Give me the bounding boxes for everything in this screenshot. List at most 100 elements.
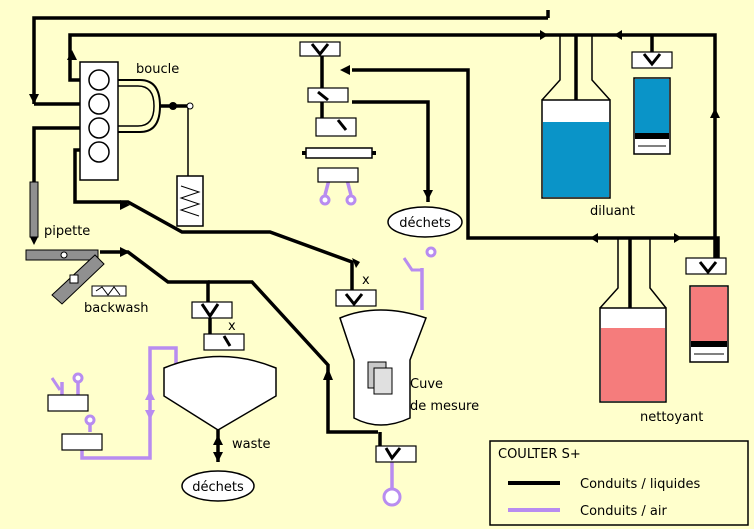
to-dechets-top bbox=[352, 100, 430, 202]
valve-air-1 bbox=[47, 394, 89, 412]
backwash-to-waste bbox=[100, 250, 210, 302]
valve-top-3 bbox=[315, 117, 357, 137]
waste-tank-body bbox=[163, 355, 277, 431]
label-diluant: diluant bbox=[590, 204, 635, 219]
piston-body bbox=[305, 147, 373, 159]
boucle-ball bbox=[169, 102, 177, 110]
backwash-spring bbox=[91, 285, 127, 297]
arrow-backwash-out bbox=[120, 247, 130, 257]
valve-top-2 bbox=[307, 87, 349, 103]
diluant-bottle bbox=[541, 35, 611, 199]
y-mark-6 bbox=[200, 303, 220, 319]
dechets-bottom-ellipse bbox=[181, 470, 255, 502]
pipette-joint bbox=[60, 251, 68, 259]
y-mark-7 bbox=[222, 335, 232, 347]
label-dechets-top: déchets bbox=[399, 216, 451, 231]
valve-waste-2 bbox=[203, 333, 245, 351]
piston-end-right bbox=[372, 151, 376, 155]
label-waste: waste bbox=[232, 437, 270, 452]
air-y-marks bbox=[50, 257, 422, 391]
liquid-lines bbox=[32, 10, 720, 462]
nettoyant-bottle bbox=[599, 238, 667, 403]
diluant-cyl-liquid bbox=[635, 79, 669, 133]
cuve-return-line bbox=[208, 280, 378, 434]
air-y-cuve bbox=[402, 257, 422, 272]
cuve-electrode-2 bbox=[373, 367, 393, 395]
label-pipette: pipette bbox=[44, 224, 90, 239]
waste-tank bbox=[163, 355, 277, 431]
diluant-liquid bbox=[543, 122, 609, 197]
pipette-assembly bbox=[25, 181, 127, 305]
arrow-to-dechets bbox=[423, 190, 433, 200]
legend: COULTER S+ Conduits / liquides Conduits … bbox=[489, 440, 749, 526]
valves bbox=[47, 41, 727, 463]
valve-x-cuve: x bbox=[362, 273, 370, 288]
to-pipette-line bbox=[32, 126, 80, 182]
valve-diluant bbox=[631, 51, 673, 69]
nettoyant-neck bbox=[599, 238, 667, 309]
boucle-to-cuve-valve bbox=[73, 148, 354, 290]
spring-coil bbox=[179, 185, 201, 217]
piston-end-left bbox=[302, 151, 306, 155]
boucle-loop bbox=[118, 79, 162, 133]
air-end-2 bbox=[345, 194, 357, 206]
arrow-left-down bbox=[29, 94, 39, 104]
arrow-right-up bbox=[710, 108, 720, 118]
valve-top-air bbox=[317, 167, 359, 183]
diluant-cylinder bbox=[633, 77, 671, 155]
boucle-block bbox=[79, 61, 194, 181]
arrow-up-left bbox=[67, 50, 77, 60]
air-arrow-up bbox=[145, 390, 155, 400]
arrow-check-1 bbox=[590, 233, 598, 243]
air-arrows bbox=[145, 390, 155, 420]
y-mark-1 bbox=[310, 43, 330, 57]
boucle-port-4 bbox=[88, 141, 110, 163]
air-end-4 bbox=[72, 372, 84, 384]
air-end-1 bbox=[319, 194, 331, 206]
legend-air: Conduits / air bbox=[580, 504, 667, 519]
valve-air-2 bbox=[61, 433, 103, 451]
air-end-pump bbox=[382, 487, 402, 507]
cuve-mesure bbox=[339, 309, 427, 426]
legend-title: COULTER S+ bbox=[498, 447, 581, 462]
arrow-check-4 bbox=[614, 30, 622, 40]
spring-cylinder bbox=[176, 175, 204, 227]
nettoyant-cyl-piston bbox=[691, 341, 727, 347]
arrow-check-2 bbox=[674, 233, 682, 243]
top-line bbox=[32, 16, 548, 104]
arrow-cuve-valve bbox=[352, 258, 360, 268]
second-top-line bbox=[68, 33, 717, 105]
air-end-5 bbox=[84, 414, 96, 426]
nettoyant-cylinder bbox=[689, 285, 729, 363]
y-mark-5 bbox=[698, 261, 718, 275]
air-end-3 bbox=[425, 246, 437, 258]
boucle-loop-inner bbox=[118, 85, 155, 127]
boucle-port-2 bbox=[88, 93, 110, 115]
arrow-to-valve-left bbox=[340, 65, 350, 75]
label-boucle: boucle bbox=[136, 62, 179, 77]
dechets-top: déchets bbox=[387, 206, 463, 238]
dechets-top-ellipse bbox=[387, 206, 463, 238]
arrow-cuve-return bbox=[323, 368, 333, 380]
air-lines bbox=[60, 175, 424, 490]
air-waste-line bbox=[80, 346, 178, 460]
label-backwash: backwash bbox=[84, 301, 149, 316]
boucle-port-3 bbox=[88, 117, 110, 139]
valve-to-cleaner-line bbox=[352, 68, 720, 262]
boucle-pivot bbox=[186, 102, 194, 110]
label-cuve-1: Cuve bbox=[410, 377, 443, 392]
label-nettoyant: nettoyant bbox=[640, 410, 703, 425]
top-piston bbox=[302, 147, 376, 159]
valve-x-waste: x bbox=[228, 319, 236, 334]
backwash-port bbox=[69, 274, 79, 284]
diluant-neck bbox=[541, 35, 611, 101]
backwash-coil bbox=[95, 286, 121, 296]
valve-y-marks bbox=[200, 43, 718, 461]
air-arrow-down bbox=[145, 410, 155, 420]
nettoyant-liquid bbox=[601, 328, 665, 401]
arrow-check-3 bbox=[540, 30, 548, 40]
nettoyant-cyl-liquid bbox=[691, 287, 727, 341]
boucle-port-1 bbox=[88, 69, 110, 91]
y-mark-4 bbox=[642, 53, 662, 67]
